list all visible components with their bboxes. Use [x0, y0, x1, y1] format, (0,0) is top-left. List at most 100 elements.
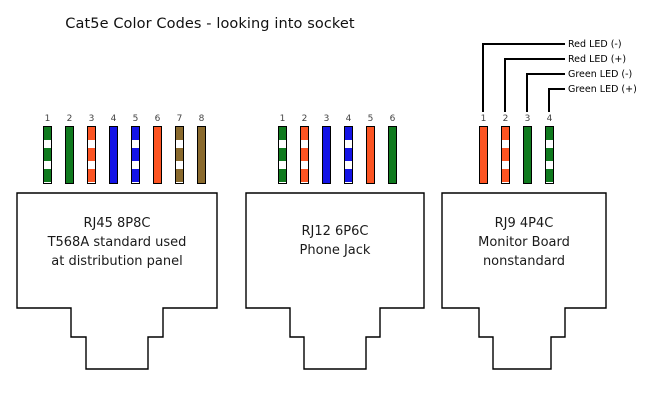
led-callout-group: Red LED (-) Red LED (+) Green LED (-) Gr…: [470, 28, 647, 123]
pin-band: [546, 127, 553, 140]
pin-band: [132, 127, 139, 140]
pin-swatch-orange: [153, 126, 162, 184]
pin-band: [176, 169, 183, 182]
pin-band-white: [88, 161, 95, 169]
connector-body-outline-rj45: [16, 192, 218, 370]
pin-band: [279, 127, 286, 140]
pin-number: 6: [389, 114, 396, 124]
pin-swatch-orange: [479, 126, 488, 184]
pin-band: [301, 148, 308, 161]
pin-band: [44, 127, 51, 140]
pin-band: [176, 148, 183, 161]
pin-row-rj12: 1 2 3 4 5 6: [278, 112, 397, 184]
pin-band: [132, 169, 139, 182]
pin-swatch-green: [523, 126, 532, 184]
pin-rj9-1: 1: [479, 112, 488, 184]
pin-band-white: [345, 161, 352, 169]
pin-rj9-2: 2: [501, 112, 510, 184]
pin-band: [301, 127, 308, 140]
pin-band-white: [546, 161, 553, 169]
pin-number: 3: [88, 114, 95, 124]
pin-band: [389, 127, 396, 183]
pin-rj45-1: 1: [43, 112, 52, 184]
pin-swatch-white-orange: [87, 126, 96, 184]
pin-number: 1: [279, 114, 286, 124]
pin-band-white: [279, 140, 286, 148]
led-callout-leader-lines: [482, 43, 565, 112]
pin-swatch-white-blue: [131, 126, 140, 184]
pin-band: [88, 148, 95, 161]
pin-band: [546, 148, 553, 161]
pin-band-white: [88, 140, 95, 148]
led-label-red-plus: Red LED (+): [568, 54, 627, 65]
connector-body-rj12: RJ12 6P6C Phone Jack: [245, 192, 425, 370]
pin-band-white: [279, 161, 286, 169]
pin-band: [323, 127, 330, 183]
pin-band-white: [44, 140, 51, 148]
pin-rj45-7: 7: [175, 112, 184, 184]
pin-number: 3: [323, 114, 330, 124]
pin-band-white: [502, 161, 509, 169]
pin-rj9-3: 3: [523, 112, 532, 184]
pin-rj12-2: 2: [300, 112, 309, 184]
pin-band: [301, 169, 308, 182]
pin-rj12-4: 4: [344, 112, 353, 184]
pin-number: 2: [301, 114, 308, 124]
pin-band-white: [546, 140, 553, 148]
connector-body-rj45: RJ45 8P8C T568A standard used at distrib…: [16, 192, 218, 370]
pin-number: 5: [132, 114, 139, 124]
pin-band: [66, 127, 73, 183]
pin-swatch-white-green: [545, 126, 554, 184]
pin-band: [44, 148, 51, 161]
pin-swatch-blue: [322, 126, 331, 184]
pin-number: 4: [110, 114, 117, 124]
pin-rj45-6: 6: [153, 112, 162, 184]
pin-swatch-white-green: [43, 126, 52, 184]
pin-number: 8: [198, 114, 205, 124]
pin-swatch-white-orange: [300, 126, 309, 184]
pin-rj45-5: 5: [131, 112, 140, 184]
pin-row-rj45: 1 2 3 4 5 6 7 8: [43, 112, 206, 184]
pin-swatch-white-orange: [501, 126, 510, 184]
pin-number: 4: [546, 114, 553, 124]
pin-band: [198, 127, 205, 183]
pin-swatch-white-green: [278, 126, 287, 184]
pin-rj9-4: 4: [545, 112, 554, 184]
pin-rj45-8: 8: [197, 112, 206, 184]
pin-band-white: [176, 161, 183, 169]
pin-band: [154, 127, 161, 183]
pin-number: 2: [66, 114, 73, 124]
connector-body-rj9: RJ9 4P4C Monitor Board nonstandard: [441, 192, 607, 370]
pin-swatch-white-brown: [175, 126, 184, 184]
pin-band: [502, 169, 509, 182]
pin-band: [110, 127, 117, 183]
pin-number: 3: [524, 114, 531, 124]
pin-number: 7: [176, 114, 183, 124]
pin-rj45-2: 2: [65, 112, 74, 184]
pin-band-white: [132, 140, 139, 148]
pin-band-white: [44, 161, 51, 169]
pin-band: [88, 127, 95, 140]
pin-band: [345, 148, 352, 161]
pin-number: 5: [367, 114, 374, 124]
pin-band-white: [345, 140, 352, 148]
pin-rj12-5: 5: [366, 112, 375, 184]
connector-body-outline-rj9: [441, 192, 607, 370]
pin-swatch-green: [388, 126, 397, 184]
pin-row-rj9: 1 2 3 4: [479, 112, 554, 184]
pin-rj45-4: 4: [109, 112, 118, 184]
pin-band: [88, 169, 95, 182]
pin-band: [279, 169, 286, 182]
pin-rj12-1: 1: [278, 112, 287, 184]
pin-band: [345, 127, 352, 140]
led-label-green-minus: Green LED (-): [568, 69, 633, 80]
pin-band: [502, 127, 509, 140]
pin-band-white: [132, 161, 139, 169]
pin-number: 1: [480, 114, 487, 124]
pin-rj12-3: 3: [322, 112, 331, 184]
connector-body-outline-rj12: [245, 192, 425, 370]
pin-band: [132, 148, 139, 161]
pin-rj12-6: 6: [388, 112, 397, 184]
pin-band: [480, 127, 487, 183]
pin-band: [44, 169, 51, 182]
